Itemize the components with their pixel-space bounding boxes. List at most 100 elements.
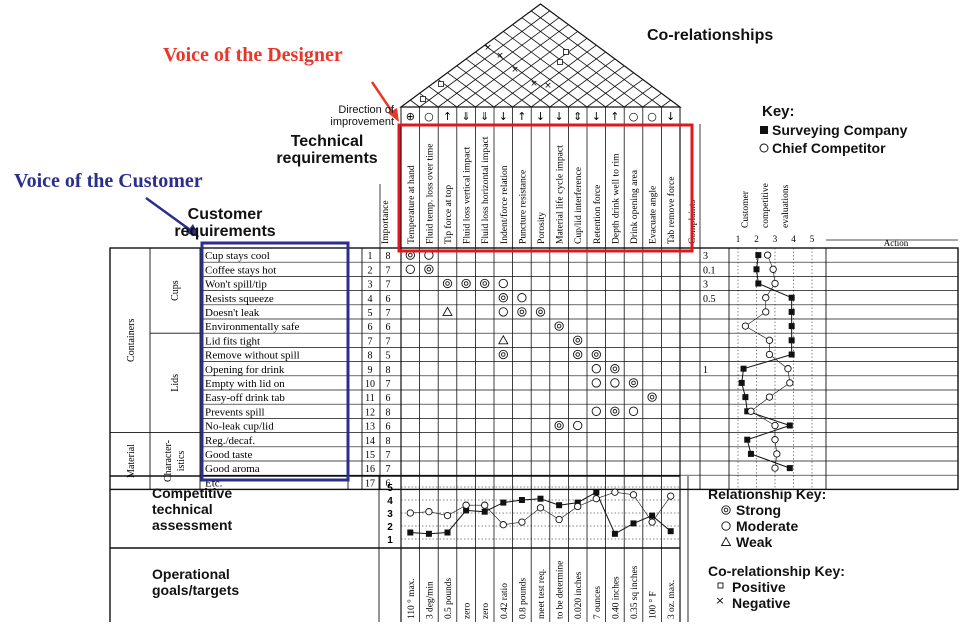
corelationship-negative-icon: ×: [715, 594, 724, 607]
strong-relationship-mark-inner: [556, 423, 562, 428]
competitor-eval-point: [771, 464, 779, 472]
roof-lattice-line: [521, 17, 644, 108]
technical-requirement-label: Retention force: [592, 185, 603, 244]
moderate-relationship-mark: [591, 406, 601, 416]
competitor-assessment-point: [481, 501, 489, 509]
company-eval-point: [753, 266, 760, 273]
company-assessment-point: [518, 497, 525, 503]
competitor-eval-point: [765, 350, 774, 359]
complaint-value: 1: [703, 365, 708, 376]
customer-requirement: Cup stays cool: [205, 250, 270, 262]
strong-relationship-mark: [628, 378, 639, 388]
strong-relationship-mark: [498, 349, 508, 360]
technical-requirement-label: Tip force at top: [443, 185, 454, 244]
importance-header: Importance: [380, 200, 391, 244]
roof-lattice-line: [586, 72, 634, 108]
competitive-assessment-label: Competitive technical assessment: [152, 485, 233, 533]
group-label: Containers: [126, 319, 137, 362]
subgroup-label: Character-: [163, 440, 174, 482]
competitor-eval-point: [763, 251, 772, 259]
customer-requirement: Resists squeeze: [205, 293, 274, 305]
corelationship-key-negative: Negative: [732, 595, 791, 611]
technical-requirement-label: Tab remove force: [666, 176, 677, 244]
company-eval-point: [788, 351, 795, 358]
company-assessment-point: [425, 530, 432, 537]
table-frames: [109, 475, 689, 622]
competitor-assessment-point: [406, 509, 414, 517]
evaluation-scale-tick: 1: [736, 234, 741, 244]
competitor-eval-point: [771, 436, 779, 444]
moderate-relationship-mark: [591, 378, 601, 388]
direction-symbol: ⇓: [480, 110, 489, 123]
operational-target: meet test req.: [537, 569, 547, 619]
customer-requirement: No-leak cup/lid: [205, 421, 274, 433]
customer-requirement: Remove without spill: [205, 350, 300, 362]
company-assessment-point: [481, 508, 488, 515]
technical-requirement-label: Material life cycle impact: [555, 145, 566, 244]
roof-lattice-line: [512, 44, 597, 108]
competitor-eval-line: [744, 254, 791, 469]
roof-lattice-line: [512, 24, 625, 108]
importance-value: 8: [386, 436, 391, 447]
technical-requirement-label: Drink opening area: [629, 169, 640, 244]
key-icons: ×: [715, 126, 769, 607]
customer-requirement: Won't spill/tip: [205, 279, 267, 291]
competitor-assessment-point: [425, 508, 433, 516]
competitor-assessment-point: [629, 491, 638, 499]
direction-symbol: ⊕: [406, 110, 415, 123]
key-company-icon: [760, 126, 768, 134]
company-assessment-point: [574, 499, 581, 506]
importance-value: 7: [386, 464, 391, 475]
strong-relationship-mark-inner: [445, 281, 450, 286]
correlation-roof: ×××××: [399, 3, 682, 108]
importance-value: 7: [386, 450, 391, 461]
importance-value: 6: [386, 422, 391, 433]
customer-requirement: Coffee stays hot: [205, 264, 276, 276]
direction-symbol: ↓: [554, 110, 563, 123]
key-competitor-icon: [759, 143, 769, 153]
requirement-number: 10: [365, 379, 375, 390]
competitor-assessment-point: [462, 501, 470, 509]
direction-symbol: ○: [424, 110, 434, 123]
relationship-key-weak-icon: [720, 536, 732, 546]
importance-value: 7: [386, 280, 391, 291]
strong-relationship-mark-inner: [575, 338, 580, 343]
roof-lattice-line: [623, 86, 653, 108]
customer-requirement: Good aroma: [205, 463, 260, 475]
negative-correlation-mark: ×: [544, 81, 552, 91]
customer-highlight-box: [200, 241, 350, 482]
customer-requirement: Environmentally safe: [205, 321, 300, 333]
operational-target: zero: [481, 603, 491, 619]
moderate-relationship-mark: [610, 378, 620, 388]
competitor-assessment-point: [536, 504, 545, 512]
requirement-number: 4: [368, 294, 373, 305]
requirement-number: 3: [368, 280, 373, 291]
competitor-eval-point: [771, 421, 779, 430]
roof-lattice-line: [437, 79, 476, 108]
operational-target: 7 ounces: [593, 586, 603, 619]
operational-target: to be determine: [556, 561, 566, 619]
evaluation-header-word: competitive: [761, 183, 771, 228]
company-eval-point: [755, 280, 762, 287]
relationship-key-strong-icon: [721, 505, 731, 515]
roof-lattice-line: [447, 72, 495, 108]
strong-relationship-mark: [610, 364, 620, 374]
requirement-number: 17: [365, 478, 375, 489]
competitor-eval-point: [773, 450, 781, 458]
competitor-eval-point: [784, 365, 792, 373]
importance-value: 7: [386, 379, 391, 390]
evaluation-scale-tick: 4: [791, 234, 796, 244]
technical-requirement-label: Porosity: [536, 212, 547, 244]
competitor-assessment-point: [443, 511, 452, 520]
company-assessment-point: [649, 512, 656, 519]
strong-relationship-mark: [461, 278, 471, 289]
company-eval-point: [788, 323, 795, 330]
corelationship-key-positive: Positive: [732, 579, 786, 595]
direction-symbol: ↑: [517, 110, 526, 123]
relationship-key-moderate: Moderate: [736, 518, 799, 534]
complaint-value: 0.5: [703, 294, 716, 305]
roof-lattice-line: [475, 51, 551, 108]
strong-relationship-mark: [424, 264, 434, 274]
requirement-number: 15: [365, 450, 375, 461]
